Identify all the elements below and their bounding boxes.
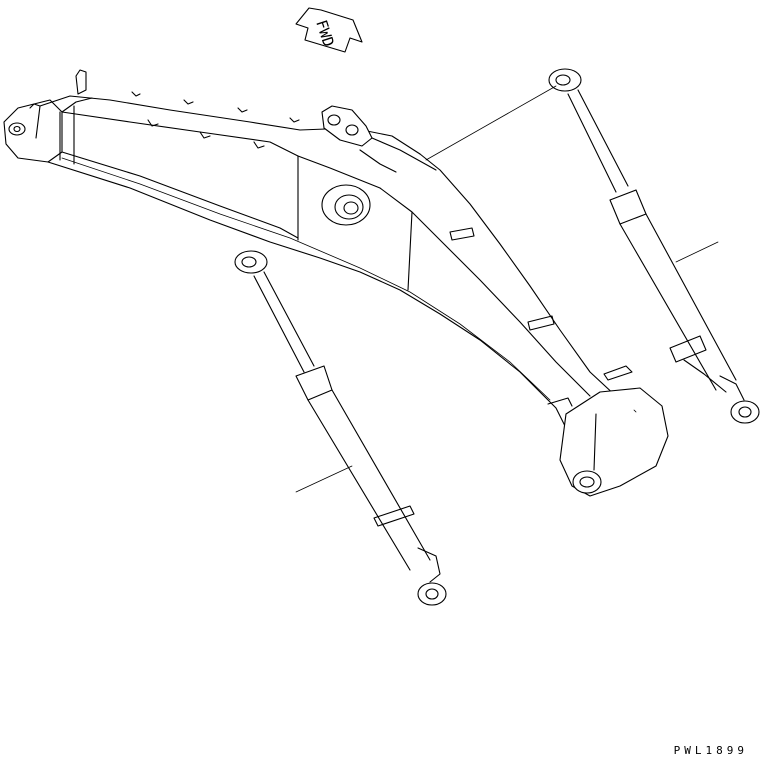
boom-icon — [3, 69, 669, 497]
fwd-arrow-icon: FWD — [295, 7, 363, 53]
left-cylinder-icon — [234, 250, 447, 606]
drawing-code: PWL1899 — [673, 744, 748, 757]
leader-lines — [295, 85, 719, 493]
right-cylinder-icon — [548, 68, 760, 424]
